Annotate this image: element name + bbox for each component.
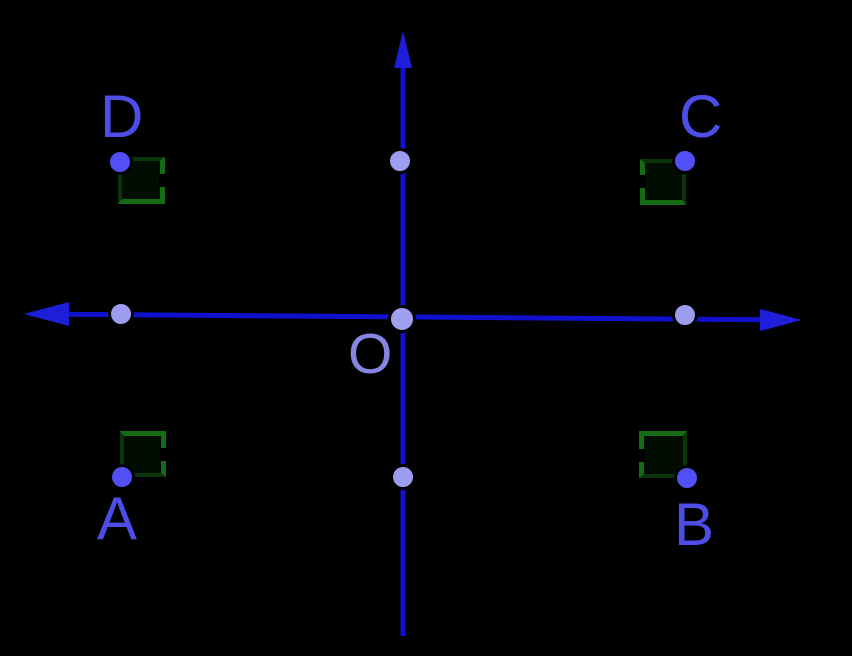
negative-x-axis-dot: [108, 301, 134, 327]
x-axis-left-arrowhead-icon: [24, 302, 69, 326]
point-a-dot: [109, 464, 135, 490]
point-b-dot: [674, 465, 700, 491]
origin-label: O: [348, 322, 393, 386]
point-b-label: B: [674, 491, 715, 558]
marker-notch: [160, 448, 166, 461]
marker-notch: [640, 175, 646, 188]
marker-notch: [639, 449, 645, 462]
y-axis-up-arrowhead-icon: [394, 31, 412, 68]
marker-notch: [159, 174, 165, 187]
positive-y-axis-dot: [387, 148, 413, 174]
point-c-dot: [672, 148, 698, 174]
negative-y-axis-dot: [390, 464, 416, 490]
positive-x-axis-dot: [672, 302, 698, 328]
point-c-label: C: [679, 83, 723, 150]
origin-dot: [388, 305, 416, 333]
point-d-label: D: [100, 83, 144, 150]
x-axis-right-arrowhead-icon: [760, 309, 802, 331]
point-d-dot: [107, 149, 133, 175]
point-a-label: A: [97, 485, 138, 552]
right-angle-marker-a: [120, 431, 166, 477]
